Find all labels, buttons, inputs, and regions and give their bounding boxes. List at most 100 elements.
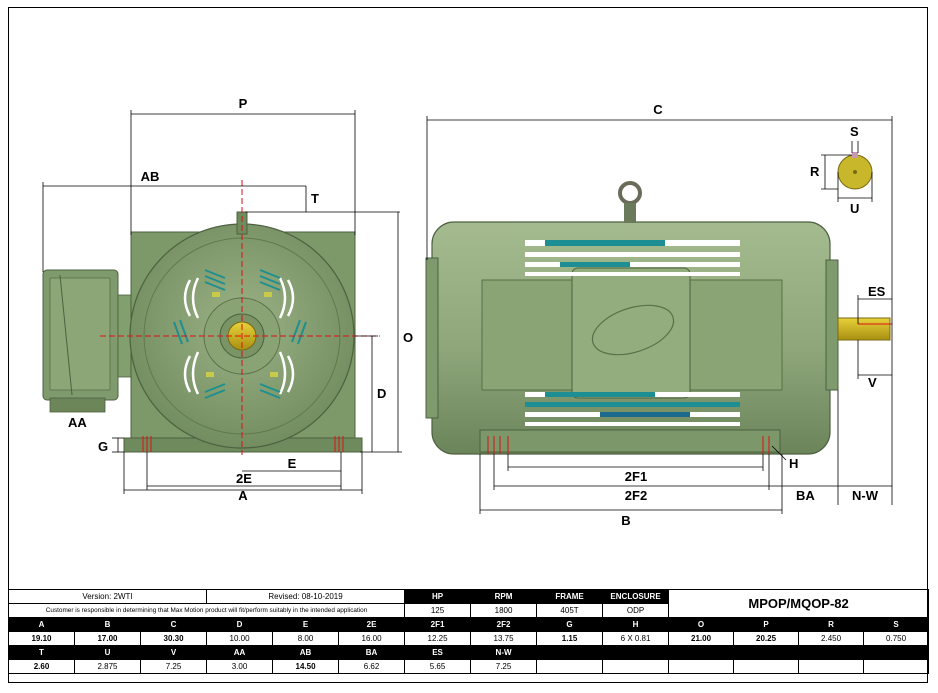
dim-label-NW: N-W bbox=[852, 488, 879, 503]
dim-header-row-1: A B C D E 2E 2F1 2F2 G H O P R S bbox=[8, 617, 930, 632]
model-name: MPOP/MQOP-82 bbox=[668, 589, 930, 618]
front-view-dimensions: P AB T O D E 2E A AA G bbox=[42, 96, 413, 503]
col-header: 2F2 bbox=[470, 617, 538, 632]
dim-value: 20.25 bbox=[733, 631, 800, 646]
col-header: V bbox=[139, 645, 208, 660]
dim-label-T: T bbox=[311, 191, 319, 206]
dim-label-ES: ES bbox=[868, 284, 886, 299]
dim-value bbox=[798, 659, 865, 674]
col-header: D bbox=[206, 617, 274, 632]
col-header: H bbox=[602, 617, 670, 632]
dim-label-D: D bbox=[377, 386, 386, 401]
col-header: E bbox=[272, 617, 340, 632]
dim-value bbox=[536, 659, 604, 674]
side-view bbox=[425, 152, 892, 455]
dim-value: 3.00 bbox=[206, 659, 274, 674]
col-header bbox=[798, 645, 865, 660]
col-header bbox=[668, 645, 735, 660]
col-header: N-W bbox=[470, 645, 538, 660]
spec-table: Version: 2WTI Revised: 08-10-2019 HP RPM… bbox=[7, 589, 930, 674]
col-header: 2F1 bbox=[404, 617, 472, 632]
rpm-header: RPM bbox=[470, 589, 538, 604]
frame-header: FRAME bbox=[536, 589, 604, 604]
col-header: P bbox=[733, 617, 800, 632]
col-header bbox=[602, 645, 670, 660]
dim-value: 2.875 bbox=[74, 659, 141, 674]
dim-value-row-2: 2.60 2.875 7.25 3.00 14.50 6.62 5.65 7.2… bbox=[8, 659, 930, 674]
version-cell: Version: 2WTI bbox=[7, 589, 208, 604]
enclosure-header: ENCLOSURE bbox=[602, 589, 670, 604]
enclosure-value: ODP bbox=[602, 603, 670, 618]
bottom-vents bbox=[525, 392, 740, 426]
dim-value: 2.60 bbox=[8, 659, 75, 674]
dim-label-AB: AB bbox=[141, 169, 160, 184]
dim-label-S: S bbox=[850, 124, 859, 139]
dim-value: 19.10 bbox=[8, 631, 75, 646]
dim-label-P: P bbox=[239, 96, 248, 111]
dim-value: 17.00 bbox=[74, 631, 141, 646]
rpm-value: 1800 bbox=[470, 603, 538, 618]
dim-label-O: O bbox=[403, 330, 413, 345]
dim-value: 21.00 bbox=[668, 631, 735, 646]
disclaimer-note: Customer is responsible in determining t… bbox=[7, 603, 406, 618]
dim-header-row-2: T U V AA AB BA ES N-W bbox=[8, 645, 930, 660]
col-header bbox=[733, 645, 800, 660]
side-view-dimensions: C S R U ES V 2F1 2F2 BA bbox=[426, 102, 893, 528]
frame-value: 405T bbox=[536, 603, 604, 618]
col-header bbox=[536, 645, 604, 660]
dim-value: 30.30 bbox=[139, 631, 208, 646]
col-header: R bbox=[798, 617, 865, 632]
col-header: T bbox=[8, 645, 75, 660]
dim-value: 13.75 bbox=[470, 631, 538, 646]
col-header: B bbox=[74, 617, 141, 632]
dim-label-V: V bbox=[868, 375, 877, 390]
dim-label-U: U bbox=[850, 201, 859, 216]
front-view bbox=[42, 180, 380, 455]
dim-value: 6 X 0.81 bbox=[602, 631, 670, 646]
dim-value bbox=[733, 659, 800, 674]
shaft bbox=[837, 317, 891, 341]
col-header: S bbox=[863, 617, 930, 632]
top-vents bbox=[525, 240, 740, 276]
dim-value: 14.50 bbox=[272, 659, 340, 674]
dim-value bbox=[863, 659, 930, 674]
dim-label-R: R bbox=[810, 164, 820, 179]
dim-value bbox=[668, 659, 735, 674]
dim-label-H: H bbox=[789, 456, 798, 471]
hp-value: 125 bbox=[404, 603, 472, 618]
col-header: AB bbox=[272, 645, 340, 660]
lifting-eye bbox=[618, 181, 642, 205]
dim-label-C: C bbox=[653, 102, 663, 117]
col-header: AA bbox=[206, 645, 274, 660]
info-row-2: Customer is responsible in determining t… bbox=[7, 603, 929, 618]
dim-label-BA: BA bbox=[796, 488, 815, 503]
info-row-1: Version: 2WTI Revised: 08-10-2019 HP RPM… bbox=[7, 589, 930, 618]
col-header: U bbox=[74, 645, 141, 660]
hp-header: HP bbox=[404, 589, 472, 604]
dim-value: 5.65 bbox=[404, 659, 472, 674]
dim-value: 7.25 bbox=[139, 659, 208, 674]
dim-label-A: A bbox=[238, 488, 248, 503]
dim-value: 12.25 bbox=[404, 631, 472, 646]
dim-label-E: E bbox=[288, 456, 297, 471]
dim-label-AA: AA bbox=[68, 415, 87, 430]
dim-value: 10.00 bbox=[206, 631, 274, 646]
dim-label-2F2: 2F2 bbox=[625, 488, 647, 503]
dim-value: 1.15 bbox=[536, 631, 604, 646]
col-header bbox=[863, 645, 930, 660]
dim-value: 2.450 bbox=[798, 631, 865, 646]
col-header: C bbox=[139, 617, 208, 632]
col-header: ES bbox=[404, 645, 472, 660]
col-header: O bbox=[668, 617, 735, 632]
col-header: G bbox=[536, 617, 604, 632]
dim-value: 0.750 bbox=[863, 631, 930, 646]
dim-value: 8.00 bbox=[272, 631, 340, 646]
motor-dimension-drawing: P AB T O D E 2E A AA G bbox=[42, 96, 893, 528]
dim-value bbox=[602, 659, 670, 674]
revised-cell: Revised: 08-10-2019 bbox=[206, 589, 406, 604]
dim-value-row-1: 19.10 17.00 30.30 10.00 8.00 16.00 12.25… bbox=[8, 631, 930, 646]
dim-value: 16.00 bbox=[338, 631, 406, 646]
col-header: 2E bbox=[338, 617, 406, 632]
col-header: A bbox=[8, 617, 75, 632]
dim-label-2F1: 2F1 bbox=[625, 469, 647, 484]
